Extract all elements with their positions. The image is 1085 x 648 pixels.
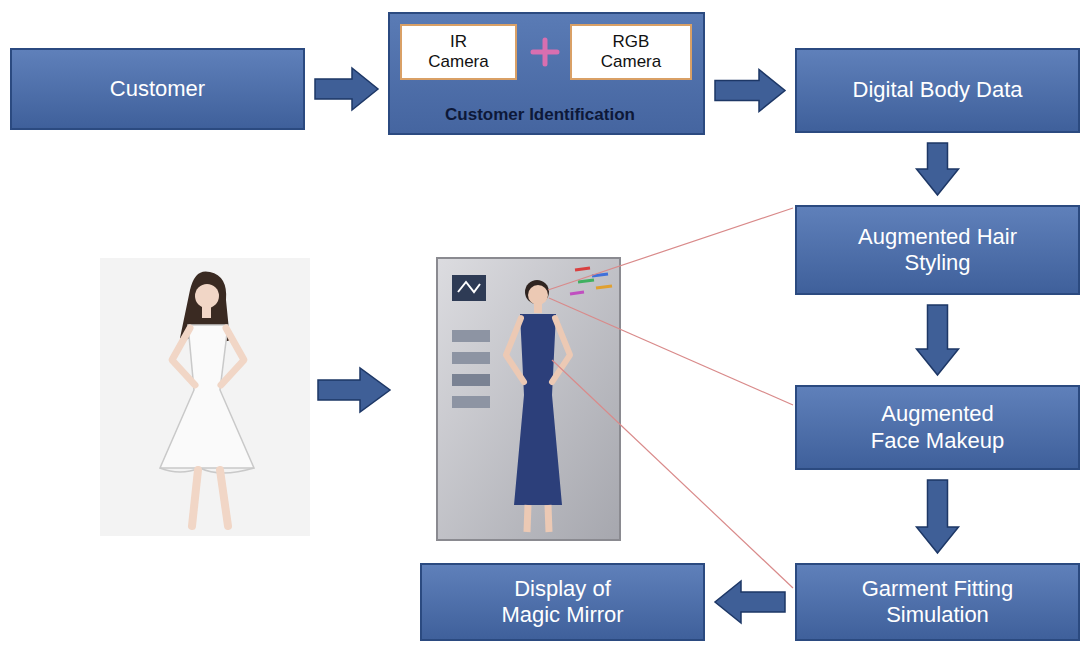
leader-line (552, 360, 793, 588)
leader-line (549, 298, 793, 405)
leader-line (548, 208, 793, 290)
node-label: Garment Fitting Simulation (838, 576, 1038, 629)
camera-box: RGB Camera (570, 24, 692, 80)
flow-arrow (715, 581, 785, 623)
process-box: Customer (10, 48, 305, 130)
flow-arrow (715, 70, 785, 112)
plus-symbol (530, 37, 560, 67)
flow-arrow (917, 480, 959, 553)
output-box: Display of Magic Mirror (420, 563, 705, 641)
process-box: Augmented Face Makeup (795, 385, 1080, 470)
flow-arrow (917, 305, 959, 375)
node-label: Display of Magic Mirror (483, 576, 643, 629)
node-label: Digital Body Data (853, 77, 1023, 103)
node-label: Augmented Face Makeup (858, 401, 1018, 454)
flow-arrow (318, 368, 390, 412)
group-box: Customer Identification IR Camera RGB Came… (388, 12, 705, 135)
process-box: Garment Fitting Simulation (795, 563, 1080, 641)
node-label: Augmented Hair Styling (858, 224, 1018, 277)
camera-box: IR Camera (400, 24, 517, 80)
node-label: Customer (110, 76, 205, 102)
process-box: Augmented Hair Styling (795, 205, 1080, 295)
process-box: Digital Body Data (795, 48, 1080, 133)
node-label: RGB Camera (591, 32, 671, 71)
flow-arrow (315, 68, 378, 110)
node-label: IR Camera (419, 32, 499, 71)
flow-arrow (917, 143, 959, 195)
customer-photo (100, 258, 310, 536)
node-label: Customer Identification (390, 105, 690, 125)
